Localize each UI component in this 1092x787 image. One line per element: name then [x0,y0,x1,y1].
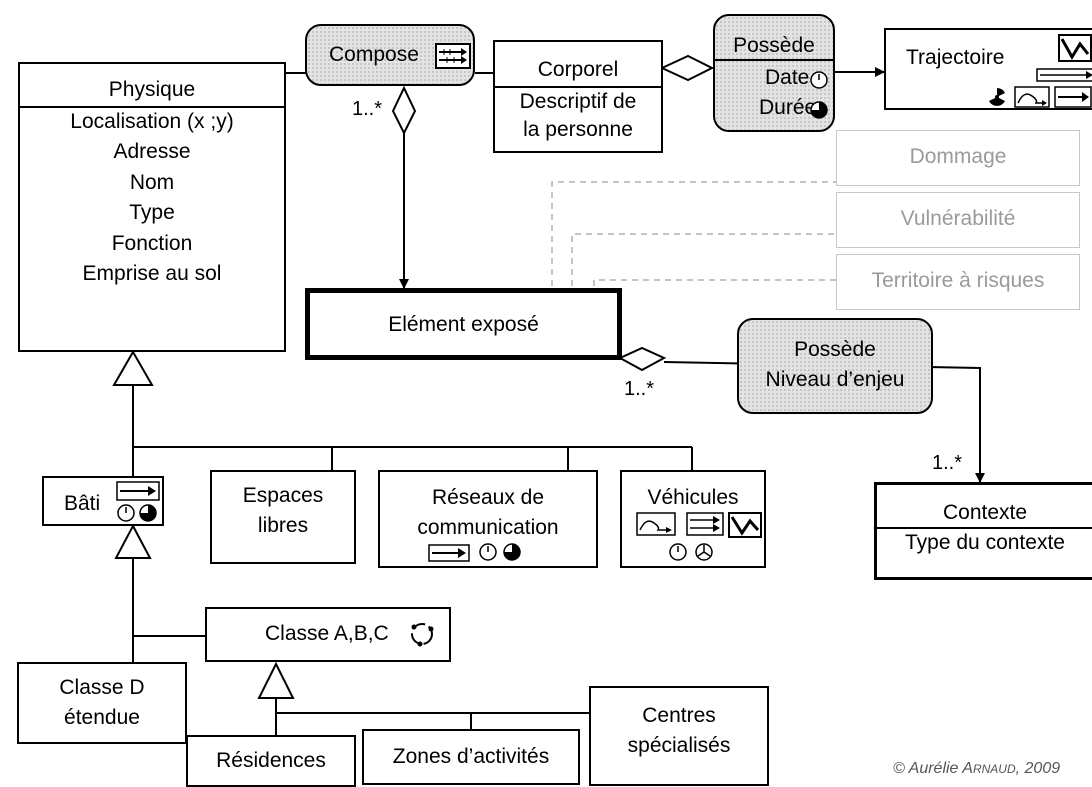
zones-class: Zones d’activités [362,729,580,785]
cycle-icon [411,623,434,647]
compose-multiplicity: 1..* [352,98,383,120]
element-expose-title: Elément exposé [388,313,539,336]
espaces-line-1: Espaces [242,484,324,507]
physique-class: Physique Localisation (x ;y) Adresse Nom… [18,62,286,352]
clock-icon [117,504,135,522]
reseaux-line-2: communication [417,516,559,539]
credit-year: , 2009 [1015,760,1061,777]
vulnerabilite-title: Vulnérabilité [900,207,1016,230]
physique-title: Physique [108,78,196,101]
compose-diamond [391,85,417,136]
centres-line-2: spécialisés [627,734,731,757]
trajectoire-title: Trajectoire [906,46,1005,69]
corporel-diamond [659,54,715,82]
classe-d-class: Classe D étendue [17,662,187,744]
bati-class: Bâti [42,476,164,526]
compose-title: Compose [329,43,419,66]
classe-abc-class: Classe A,B,C [205,607,451,662]
physique-attr-2: Nom [129,171,175,194]
vulnerabilite-dashed [571,233,836,286]
physique-inheritance-triangle [112,349,154,386]
radiation-icon [988,88,1006,106]
possede-association-mid: Possède Niveau d’enjeu [737,318,933,414]
classeabc-inheritance-triangle [257,661,295,699]
contexte-class: Contexte Type du contexte [874,482,1092,580]
territoire-class: Territoire à risques [836,254,1080,310]
centres-class: Centres spécialisés [589,686,769,786]
possede-association-top: Possède Date Durée [713,14,835,132]
copyright-credit: © Aurélie ARNAUD, 2009 [893,760,1060,778]
physique-attr-4: Fonction [111,232,193,255]
timeline-icon [1036,68,1092,82]
credit-prefix: © Aurélie [893,760,963,777]
physique-attr-0: Localisation (x ;y) [70,110,234,133]
trajectory-icon [636,512,676,536]
clock-icon [810,71,828,89]
possede-top-attr-2: Durée [759,96,817,119]
tricycle-icon [695,543,713,561]
possede-top-title: Possède [733,34,815,57]
timeline-icon [435,43,471,69]
reseaux-class: Réseaux de communication [378,470,598,568]
possede-top-attr-1: Date [765,66,810,89]
classe-d-line-2: étendue [64,706,140,729]
dommage-class: Dommage [836,130,1080,186]
physique-attr-3: Type [129,201,175,224]
possede-mid-attr-1: Niveau d’enjeu [765,368,905,391]
credit-name: RNAUD [972,762,1016,776]
vehicules-class: Véhicules [620,470,766,568]
residences-title: Résidences [216,749,326,772]
physique-attr-5: Emprise au sol [82,262,222,285]
classe-abc-title: Classe A,B,C [265,622,389,645]
trajectory-icon [1014,86,1050,108]
corporel-title: Corporel [537,58,619,81]
corporel-attr-1: Descriptif de [519,90,637,113]
element-multiplicity: 1..* [624,378,655,400]
espaces-line-2: libres [257,514,309,537]
corporel-class: Corporel Descriptif de la personne [493,40,663,153]
possede-mid-title: Possède [794,338,876,361]
timeline-icon [686,512,724,536]
zigzag-icon [1058,34,1092,62]
bati-inheritance-triangle [114,523,152,559]
physique-attr-1: Adresse [113,140,191,163]
element-expose-class: Elément exposé [305,288,622,360]
element-diamond [617,346,667,372]
timeline-icon [1054,86,1092,108]
contexte-title: Contexte [942,501,1028,524]
corporel-attr-2: la personne [523,118,633,141]
contexte-attr-1: Type du contexte [905,531,1065,554]
dommage-dashed [551,181,836,286]
zones-title: Zones d’activités [392,745,550,768]
bati-title: Bâti [64,492,101,515]
espaces-libres-class: Espaces libres [210,470,356,564]
half-circle-icon [139,504,157,522]
territoire-title: Territoire à risques [871,269,1045,292]
clock-icon [479,543,497,561]
dommage-title: Dommage [909,145,1007,168]
half-circle-icon [810,101,828,119]
timeline-icon [428,544,470,562]
half-circle-icon [503,543,521,561]
timeline-icon [116,481,160,501]
credit-initial: A [962,760,973,777]
centres-line-1: Centres [642,704,716,727]
zigzag-icon [728,512,762,538]
territoire-dashed [593,279,836,286]
reseaux-line-1: Réseaux de [431,486,545,509]
residences-class: Résidences [186,735,356,787]
vehicules-title: Véhicules [647,486,739,509]
contexte-multiplicity: 1..* [932,452,963,474]
compose-association: Compose [305,24,475,86]
vulnerabilite-class: Vulnérabilité [836,192,1080,248]
classe-d-line-1: Classe D [59,676,145,699]
clock-icon [669,543,687,561]
trajectoire-class: Trajectoire [884,28,1092,110]
